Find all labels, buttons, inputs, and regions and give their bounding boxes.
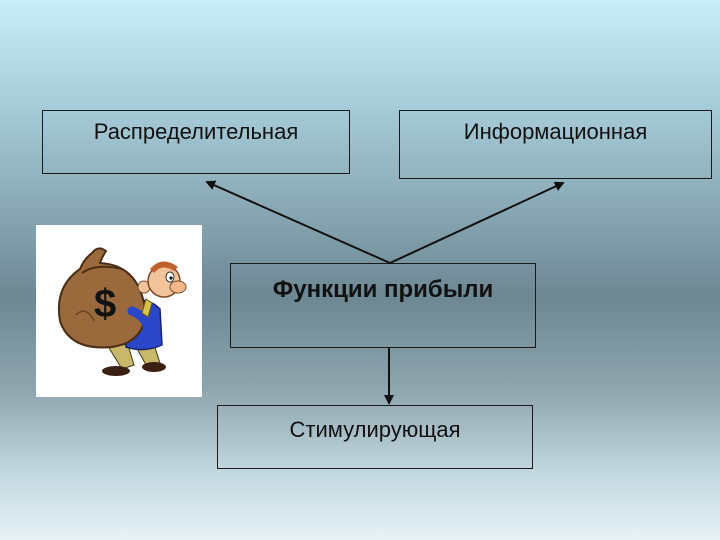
- function-label-distributive: Распределительная: [93, 119, 299, 144]
- arrow-to-informational: [389, 181, 565, 264]
- function-label-stimulating: Стимулирующая: [289, 417, 461, 442]
- function-box-informational: Информационная: [399, 110, 712, 179]
- arrow-to-distributive: [205, 180, 391, 264]
- central-concept-label: Функции прибыли: [272, 276, 494, 303]
- function-label-informational: Информационная: [463, 119, 648, 144]
- money-bag-clipart: $: [36, 225, 202, 397]
- svg-text:$: $: [94, 282, 116, 326]
- central-concept-box: Функции прибыли: [230, 263, 536, 348]
- man-carrying-money-bag-icon: $: [58, 247, 187, 376]
- function-box-distributive: Распределительная: [42, 110, 350, 174]
- function-box-stimulating: Стимулирующая: [217, 405, 533, 469]
